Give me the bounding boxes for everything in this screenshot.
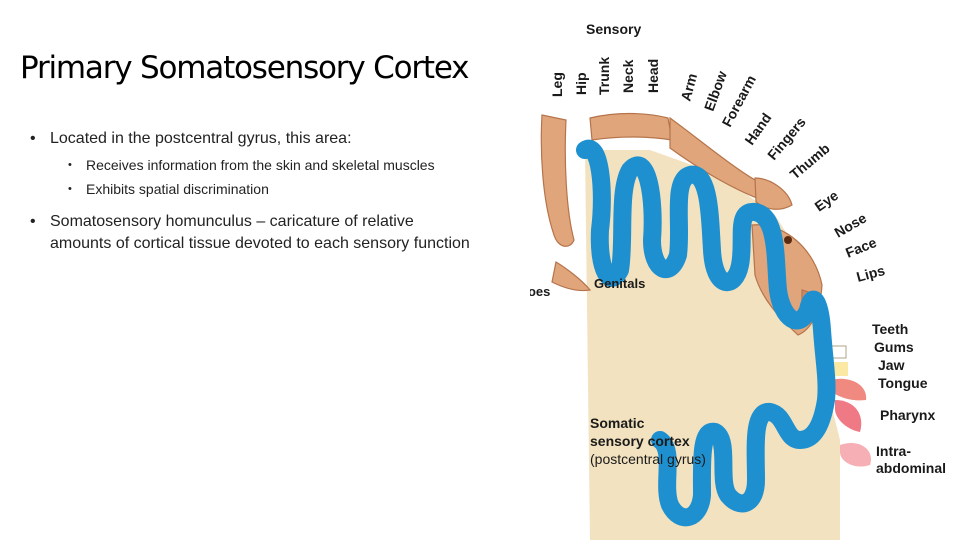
label-intra: Intra-	[876, 443, 911, 459]
label-lips: Lips	[855, 262, 887, 285]
cortex-ribbon	[576, 139, 836, 527]
sensory-heading: Sensory	[586, 21, 641, 37]
label-gums: Gums	[874, 339, 914, 355]
tongue-mark	[830, 378, 867, 401]
label-face: Face	[843, 234, 879, 261]
label-tongue: Tongue	[878, 375, 928, 391]
label-elbow: Elbow	[701, 69, 730, 113]
sub-bullet-list: Receives information from the skin and s…	[30, 156, 470, 199]
label-hip: Hip	[573, 72, 589, 95]
cortex-caption-3: (postcentral gyrus)	[590, 451, 706, 467]
label-thumb: Thumb	[787, 140, 833, 182]
label-abdominal: abdominal	[876, 460, 946, 476]
label-genitals: Genitals	[594, 276, 645, 291]
label-eye: Eye	[812, 187, 842, 215]
sub-bullet-receives: Receives information from the skin and s…	[68, 156, 470, 175]
label-neck: Neck	[620, 59, 636, 93]
label-arm: Arm	[677, 72, 700, 103]
label-nose: Nose	[832, 210, 870, 241]
eye-mark	[784, 236, 792, 244]
label-hand: Hand	[741, 110, 774, 148]
bullet-homunculus: Somatosensory homunculus – caricature of…	[30, 211, 470, 255]
page-title: Primary Somatosensory Cortex	[20, 50, 470, 86]
label-pharynx: Pharynx	[880, 407, 935, 423]
label-trunk: Trunk	[596, 57, 612, 95]
cortex-caption-1: Somatic	[590, 415, 645, 431]
pharynx-mark	[835, 400, 862, 432]
bullet-location: Located in the postcentral gyrus, this a…	[30, 128, 470, 150]
sub-bullet-spatial: Exhibits spatial discrimination	[68, 180, 470, 199]
label-toes: Toes	[530, 284, 550, 299]
bullet-list: Located in the postcentral gyrus, this a…	[30, 128, 470, 265]
intra-abdominal-mark	[840, 442, 871, 467]
label-leg: Leg	[549, 72, 565, 97]
homunculus-figure: Sensory Leg Hip Trunk Neck Head Arm Elbo…	[530, 21, 946, 540]
label-teeth: Teeth	[872, 321, 908, 337]
cortex-caption-2: sensory cortex	[590, 433, 690, 449]
label-head: Head	[645, 59, 661, 93]
label-jaw: Jaw	[878, 357, 905, 373]
